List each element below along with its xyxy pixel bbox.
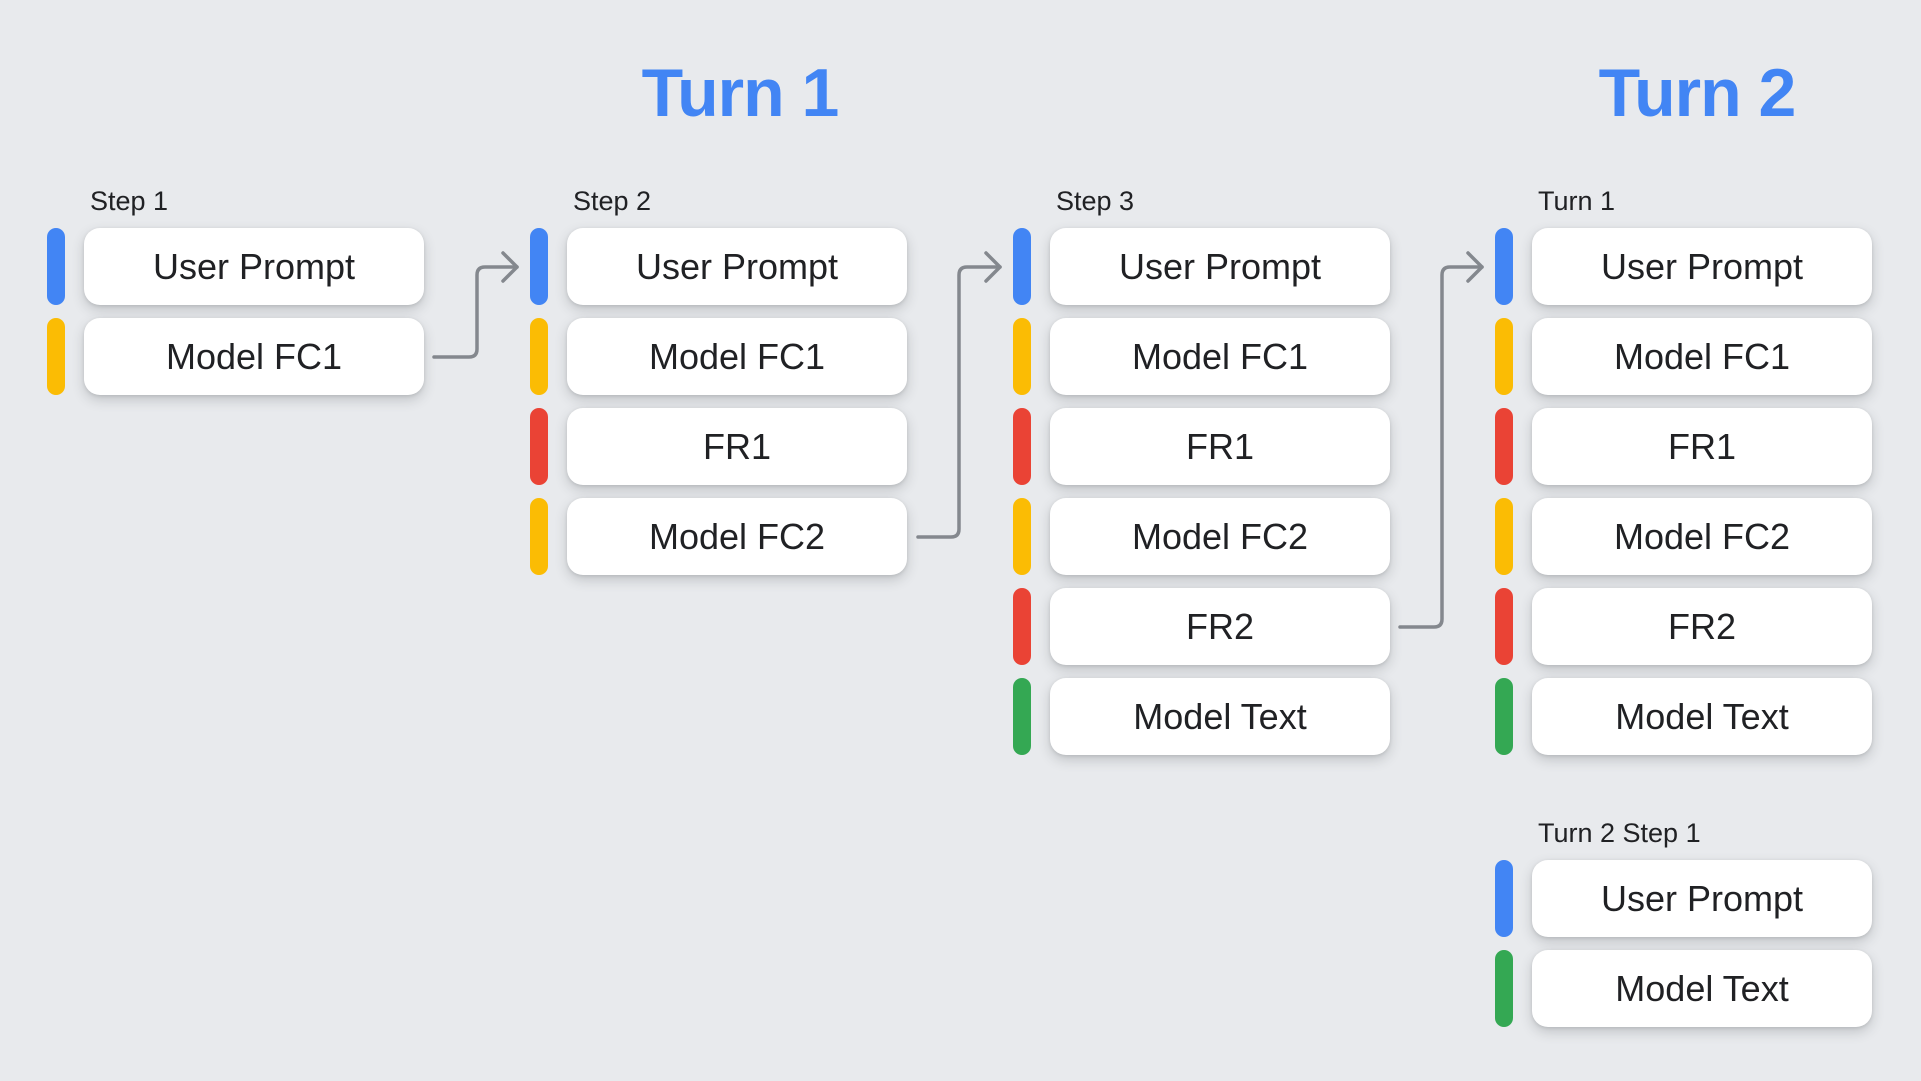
card-user-prompt: User Prompt — [84, 228, 424, 305]
green-role-bar — [1495, 678, 1513, 755]
arrow-line — [1398, 265, 1484, 629]
diagram-row: Model Text — [1013, 678, 1390, 755]
card-model-fc1: Model FC1 — [1050, 318, 1390, 395]
flow-arrow-step-3-fr2-to-turn-1-user-prompt — [1398, 251, 1484, 629]
diagram-row: User Prompt — [1495, 860, 1872, 937]
diagram-row: Model FC2 — [1495, 498, 1872, 575]
red-role-bar — [1013, 408, 1031, 485]
red-role-bar — [1495, 408, 1513, 485]
diagram-row: FR2 — [1495, 588, 1872, 665]
turn-2-title: Turn 2 — [1598, 55, 1797, 131]
card-fr1: FR1 — [567, 408, 907, 485]
diagram-row: Model FC1 — [47, 318, 424, 395]
green-role-bar — [1495, 950, 1513, 1027]
card-model-text: Model Text — [1532, 678, 1872, 755]
blue-role-bar — [1013, 228, 1031, 305]
yellow-role-bar — [1013, 498, 1031, 575]
yellow-role-bar — [530, 318, 548, 395]
yellow-role-bar — [47, 318, 65, 395]
diagram-row: FR2 — [1013, 588, 1390, 665]
card-model-fc2: Model FC2 — [1050, 498, 1390, 575]
diagram-row: Model FC1 — [1495, 318, 1872, 395]
diagram-row: Model FC1 — [1013, 318, 1390, 395]
diagram-row: User Prompt — [47, 228, 424, 305]
green-role-bar — [1013, 678, 1031, 755]
diagram-row: Model Text — [1495, 678, 1872, 755]
card-user-prompt: User Prompt — [1050, 228, 1390, 305]
arrow-line — [916, 265, 1002, 539]
card-user-prompt: User Prompt — [1532, 860, 1872, 937]
card-fr1: FR1 — [1532, 408, 1872, 485]
arrow-line — [432, 265, 519, 359]
flow-arrow-step-1-model-fc1-to-step-2-user-prompt — [432, 251, 519, 359]
blue-role-bar — [1495, 228, 1513, 305]
card-model-fc1: Model FC1 — [84, 318, 424, 395]
column-label: Step 2 — [573, 186, 652, 216]
red-role-bar — [1495, 588, 1513, 665]
red-role-bar — [1013, 588, 1031, 665]
card-model-fc2: Model FC2 — [1532, 498, 1872, 575]
diagram-row: Model Text — [1495, 950, 1872, 1027]
card-model-fc1: Model FC1 — [567, 318, 907, 395]
diagram-row: User Prompt — [530, 228, 907, 305]
yellow-role-bar — [1013, 318, 1031, 395]
yellow-role-bar — [530, 498, 548, 575]
yellow-role-bar — [1495, 498, 1513, 575]
turn-1-title: Turn 1 — [641, 55, 840, 131]
card-model-fc1: Model FC1 — [1532, 318, 1872, 395]
diagram-row: FR1 — [1013, 408, 1390, 485]
diagram-row: Model FC1 — [530, 318, 907, 395]
diagram-row: FR1 — [530, 408, 907, 485]
diagram-row: User Prompt — [1013, 228, 1390, 305]
card-model-text: Model Text — [1050, 678, 1390, 755]
column-label: Step 1 — [90, 186, 169, 216]
card-model-text: Model Text — [1532, 950, 1872, 1027]
arrow-head-icon — [984, 251, 1002, 283]
blue-role-bar — [530, 228, 548, 305]
blue-role-bar — [1495, 860, 1513, 937]
arrow-head-icon — [501, 251, 519, 283]
card-user-prompt: User Prompt — [567, 228, 907, 305]
card-fr1: FR1 — [1050, 408, 1390, 485]
red-role-bar — [530, 408, 548, 485]
blue-role-bar — [47, 228, 65, 305]
column-label: Turn 1 — [1538, 186, 1616, 216]
diagram-row: User Prompt — [1495, 228, 1872, 305]
card-fr2: FR2 — [1532, 588, 1872, 665]
diagram-row: Model FC2 — [1013, 498, 1390, 575]
flow-arrow-step-2-model-fc2-to-step-3-user-prompt — [916, 251, 1002, 539]
card-user-prompt: User Prompt — [1532, 228, 1872, 305]
diagram-row: FR1 — [1495, 408, 1872, 485]
diagram-row: Model FC2 — [530, 498, 907, 575]
column-label: Step 3 — [1056, 186, 1135, 216]
card-model-fc2: Model FC2 — [567, 498, 907, 575]
column-label: Turn 2 Step 1 — [1538, 818, 1701, 848]
card-fr2: FR2 — [1050, 588, 1390, 665]
yellow-role-bar — [1495, 318, 1513, 395]
arrow-head-icon — [1466, 251, 1484, 283]
